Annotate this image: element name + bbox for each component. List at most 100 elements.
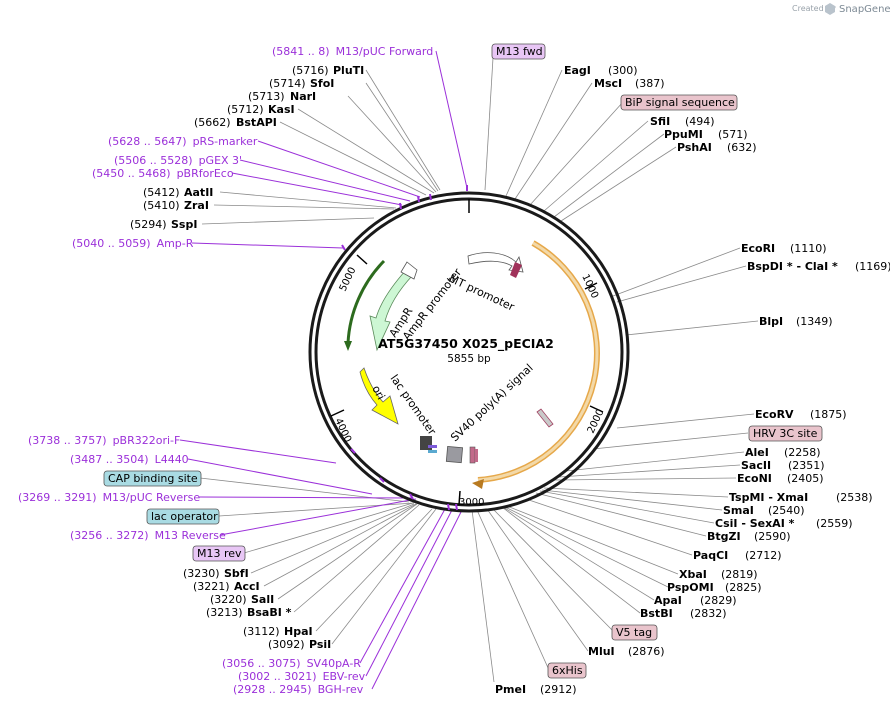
left-label-7[interactable]: (5506 .. 5528)pGEX 3' (114, 154, 242, 167)
right-label-14[interactable]: CsiI - SexAI * (715, 517, 795, 530)
left-label-3[interactable]: NarI (290, 90, 316, 103)
right-label-22[interactable]: PmeI (495, 683, 526, 696)
right-pos-16: (2712) (745, 549, 782, 562)
right-label-13[interactable]: SmaI (723, 504, 754, 517)
right-label-1[interactable]: MscI (594, 77, 622, 90)
right-pos-6: (1169) (855, 260, 890, 273)
right-label-3[interactable]: PpuMI (664, 128, 703, 141)
left-label-24[interactable]: (3002 .. 3021)EBV-rev (238, 670, 366, 683)
right-label-12[interactable]: TspMI - XmaI (729, 491, 808, 504)
left-label-2[interactable]: SfoI (310, 77, 334, 90)
feature-box-hrv-3c[interactable]: HRV 3C site (748, 425, 823, 442)
left-label-11[interactable]: SspI (171, 218, 197, 231)
left-label-8[interactable]: (5450 .. 5468)pBRforEco (92, 167, 234, 180)
right-pos-18: (2825) (725, 581, 762, 594)
feature-box-m13-fwd[interactable]: M13 fwd (491, 43, 546, 60)
feature-box-6xhis[interactable]: 6xHis (547, 662, 587, 679)
svg-text:BiP signal sequence: BiP signal sequence (625, 96, 735, 109)
left-pos-18: (3221) (193, 580, 230, 593)
right-pos-20: (2832) (690, 607, 727, 620)
left-label-0[interactable]: (5841 .. 8)M13/pUC Forward (272, 45, 433, 58)
right-pos-5: (1110) (790, 242, 827, 255)
right-label-18[interactable]: PspOMI (667, 581, 714, 594)
left-pos-1: (5716) (292, 64, 329, 77)
left-label-9[interactable]: AatII (184, 186, 213, 199)
right-label-0[interactable]: EagI (564, 64, 591, 77)
insert-arrowhead (472, 479, 484, 489)
left-label-12[interactable]: (5040 .. 5059)Amp-R (72, 237, 194, 250)
right-label-4[interactable]: PshAI (677, 141, 712, 154)
left-label-15[interactable]: (3269 .. 3291)M13/pUC Reverse (18, 491, 200, 504)
ampr-feature-arrow (369, 269, 413, 352)
right-label-11[interactable]: EcoNI (737, 472, 772, 485)
right-pos-7: (1349) (796, 315, 833, 328)
left-label-19[interactable]: SalI (251, 593, 274, 606)
right-label-8[interactable]: EcoRV (755, 408, 794, 421)
right-pos-9: (2258) (784, 446, 821, 459)
right-label-10[interactable]: SacII (741, 459, 771, 472)
scale-ticks (330, 254, 604, 506)
his-tag-block (475, 449, 478, 462)
sv40-signal-label: SV40 poly(A) signal (448, 361, 535, 444)
cap-site-block (428, 450, 437, 453)
right-pos-0: (300) (608, 64, 638, 77)
left-label-17[interactable]: SbfI (224, 567, 249, 580)
right-label-6[interactable]: BspDI * - ClaI * (747, 260, 838, 273)
right-label-2[interactable]: SfiI (650, 115, 670, 128)
left-label-6[interactable]: (5628 .. 5647)pRS-marker (108, 135, 258, 148)
right-pos-17: (2819) (721, 568, 758, 581)
left-label-4[interactable]: KasI (268, 103, 295, 116)
right-label-19[interactable]: ApaI (654, 594, 682, 607)
left-label-23[interactable]: (3056 .. 3075)SV40pA-R (222, 657, 361, 670)
left-label-1[interactable]: PluTI (333, 64, 364, 77)
feature-box-cap-binding-site[interactable]: CAP binding site (103, 470, 202, 487)
bip-signal-feature (510, 262, 522, 278)
f1-feature-block (445, 445, 464, 464)
left-label-18[interactable]: AccI (234, 580, 260, 593)
left-label-25[interactable]: (2928 .. 2945)BGH-rev (233, 683, 364, 696)
connector-lines (179, 50, 759, 690)
right-label-5[interactable]: EcoRI (741, 242, 775, 255)
left-pos-9: (5412) (143, 186, 180, 199)
right-label-7[interactable]: BlpI (759, 315, 783, 328)
right-label-20[interactable]: BstBI (640, 607, 673, 620)
sv40-signal-feature (536, 408, 554, 428)
feature-box-bip-signal[interactable]: BiP signal sequence (620, 94, 738, 111)
left-label-21[interactable]: HpaI (284, 625, 313, 638)
right-pos-12: (2538) (836, 491, 873, 504)
backbone-inner (314, 197, 624, 507)
right-label-9[interactable]: AleI (745, 446, 769, 459)
left-pos-19: (3220) (210, 593, 247, 606)
right-label-17[interactable]: XbaI (679, 568, 707, 581)
svg-text:CAP binding site: CAP binding site (108, 472, 198, 485)
left-label-13[interactable]: (3738 .. 3757)pBR322ori-F (28, 434, 180, 447)
right-pos-11: (2405) (787, 472, 824, 485)
left-labels: (5841 .. 8)M13/pUC Forward (5716) PluTI … (18, 45, 433, 696)
left-label-14[interactable]: (3487 .. 3504)L4440 (70, 453, 189, 466)
left-pos-2: (5714) (269, 77, 306, 90)
left-label-5[interactable]: BstAPI (236, 116, 277, 129)
left-pos-3: (5713) (248, 90, 285, 103)
right-pos-2: (494) (685, 115, 715, 128)
left-label-22[interactable]: PsiI (309, 638, 331, 651)
right-pos-3: (571) (718, 128, 748, 141)
left-label-10[interactable]: ZraI (184, 199, 209, 212)
feature-boxes: M13 fwd BiP signal sequence HRV 3C site … (103, 43, 823, 679)
ampr-promoter-block (400, 261, 418, 280)
right-pos-21: (2876) (628, 645, 665, 658)
svg-text:M13 rev: M13 rev (197, 547, 242, 560)
feature-box-m13-rev[interactable]: M13 rev (192, 545, 246, 562)
right-pos-15: (2590) (754, 530, 791, 543)
left-label-16[interactable]: (3256 .. 3272)M13 Reverse (70, 529, 226, 542)
right-pos-10: (2351) (788, 459, 825, 472)
left-label-20[interactable]: BsaBI * (247, 606, 292, 619)
lac-operator-block (428, 445, 437, 448)
backbone-outer (308, 191, 630, 513)
feature-box-v5-tag[interactable]: V5 tag (611, 624, 658, 641)
right-label-21[interactable]: MluI (588, 645, 615, 658)
right-label-16[interactable]: PaqCI (693, 549, 728, 562)
feature-box-lac-operator[interactable]: lac operator (146, 508, 220, 525)
snapgene-brand: SnapGene (839, 4, 890, 15)
right-label-15[interactable]: BtgZI (707, 530, 741, 543)
